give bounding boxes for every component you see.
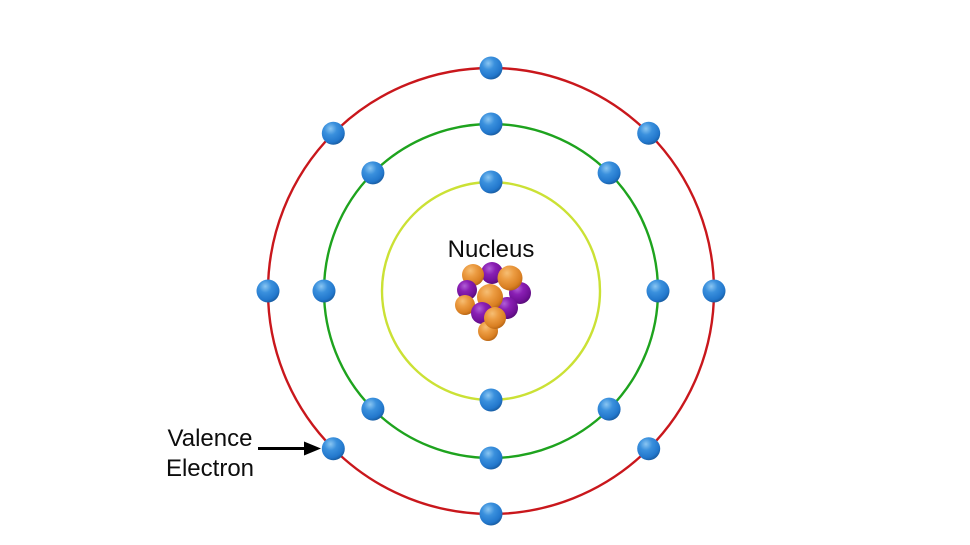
electron <box>479 170 503 194</box>
electron <box>321 121 345 145</box>
nucleus-layer <box>455 262 531 341</box>
arrow-head <box>304 441 321 456</box>
electron <box>597 161 621 185</box>
proton-sphere <box>484 307 506 329</box>
electron <box>479 112 503 136</box>
annotations-layer: Nucleus Valence Electron <box>166 236 534 482</box>
proton-sphere <box>455 295 475 315</box>
valence-electron-label-line1: Valence <box>168 425 253 452</box>
proton-sphere <box>497 265 523 291</box>
electron <box>361 161 385 185</box>
electron <box>646 279 670 303</box>
electron <box>597 397 621 421</box>
electron <box>702 279 726 303</box>
electron <box>637 437 661 461</box>
electron <box>361 397 385 421</box>
electron <box>256 279 280 303</box>
electron <box>479 56 503 80</box>
nucleus-label: Nucleus <box>448 236 535 263</box>
electron <box>312 279 336 303</box>
valence-electron-label-line2: Electron <box>166 455 254 482</box>
neutron-sphere <box>457 280 477 300</box>
electron <box>479 446 503 470</box>
electron <box>321 437 345 461</box>
valence-electron-arrow <box>258 441 321 456</box>
electrons-layer <box>256 56 726 526</box>
electron <box>479 388 503 412</box>
neutron-sphere <box>481 262 503 284</box>
electron <box>479 502 503 526</box>
electron <box>637 121 661 145</box>
